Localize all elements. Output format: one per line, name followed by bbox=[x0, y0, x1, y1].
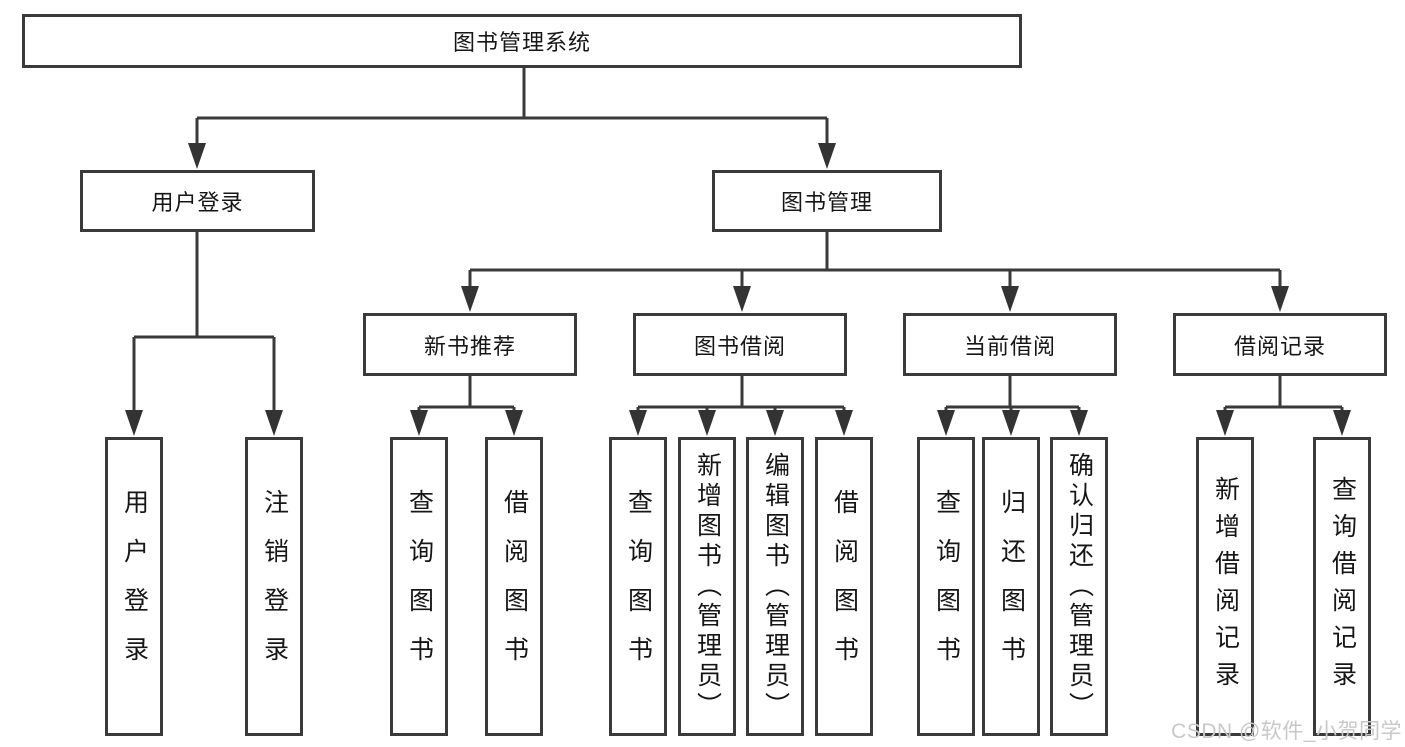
node-query-books-recommend: 查询图书 bbox=[390, 437, 448, 736]
node-borrow-records-label: 借阅记录 bbox=[1233, 333, 1326, 359]
node-query-books-borrow: 查询图书 bbox=[609, 437, 667, 736]
node-book-borrow: 图书借阅 bbox=[633, 313, 847, 376]
node-return-book-label: 归还图书 bbox=[997, 488, 1026, 685]
node-book-borrow-label: 图书借阅 bbox=[693, 333, 786, 359]
node-borrow-books-borrow: 借阅图书 bbox=[815, 437, 873, 736]
node-logout-label: 注销登录 bbox=[260, 488, 289, 685]
node-login: 用户登录 bbox=[105, 437, 163, 736]
node-login-label: 用户登录 bbox=[120, 488, 149, 685]
csdn-watermark: CSDN @软件_小贺同学 bbox=[1171, 720, 1402, 743]
node-borrow-books-borrow-label: 借阅图书 bbox=[830, 488, 859, 685]
node-user-login: 用户登录 bbox=[80, 170, 315, 232]
node-add-borrow-record: 新增借阅记录 bbox=[1196, 437, 1254, 736]
node-confirm-return-admin: 确认归还（管理员） bbox=[1050, 437, 1108, 736]
node-new-book-recommend: 新书推荐 bbox=[363, 313, 577, 376]
node-edit-book-admin-label: 编辑图书（管理员） bbox=[761, 451, 790, 722]
node-root-label: 图书管理系统 bbox=[452, 30, 591, 55]
node-borrow-books-recommend: 借阅图书 bbox=[485, 437, 543, 736]
node-query-borrow-record: 查询借阅记录 bbox=[1313, 437, 1371, 736]
node-edit-book-admin: 编辑图书（管理员） bbox=[746, 437, 804, 736]
node-current-borrow-label: 当前借阅 bbox=[963, 333, 1056, 359]
node-query-borrow-record-label: 查询借阅记录 bbox=[1328, 475, 1357, 698]
arrowheads bbox=[125, 143, 1351, 436]
node-query-books-current: 查询图书 bbox=[917, 437, 975, 736]
node-query-books-recommend-label: 查询图书 bbox=[405, 488, 434, 685]
node-book-management: 图书管理 bbox=[712, 170, 942, 232]
node-new-book-recommend-label: 新书推荐 bbox=[423, 333, 516, 359]
node-add-book-admin: 新增图书（管理员） bbox=[678, 437, 736, 736]
node-return-book: 归还图书 bbox=[982, 437, 1040, 736]
node-current-borrow: 当前借阅 bbox=[903, 313, 1117, 376]
node-confirm-return-admin-label: 确认归还（管理员） bbox=[1065, 451, 1094, 722]
node-book-management-label: 图书管理 bbox=[780, 190, 873, 215]
node-logout: 注销登录 bbox=[245, 437, 303, 736]
node-query-books-borrow-label: 查询图书 bbox=[624, 488, 653, 685]
node-root: 图书管理系统 bbox=[22, 14, 1022, 68]
node-borrow-books-recommend-label: 借阅图书 bbox=[500, 488, 529, 685]
node-add-book-admin-label: 新增图书（管理员） bbox=[693, 451, 722, 722]
node-user-login-label: 用户登录 bbox=[151, 190, 244, 215]
node-borrow-records: 借阅记录 bbox=[1173, 313, 1387, 376]
node-add-borrow-record-label: 新增借阅记录 bbox=[1211, 475, 1240, 698]
node-query-books-current-label: 查询图书 bbox=[932, 488, 961, 685]
tree-edges bbox=[132, 68, 1344, 431]
